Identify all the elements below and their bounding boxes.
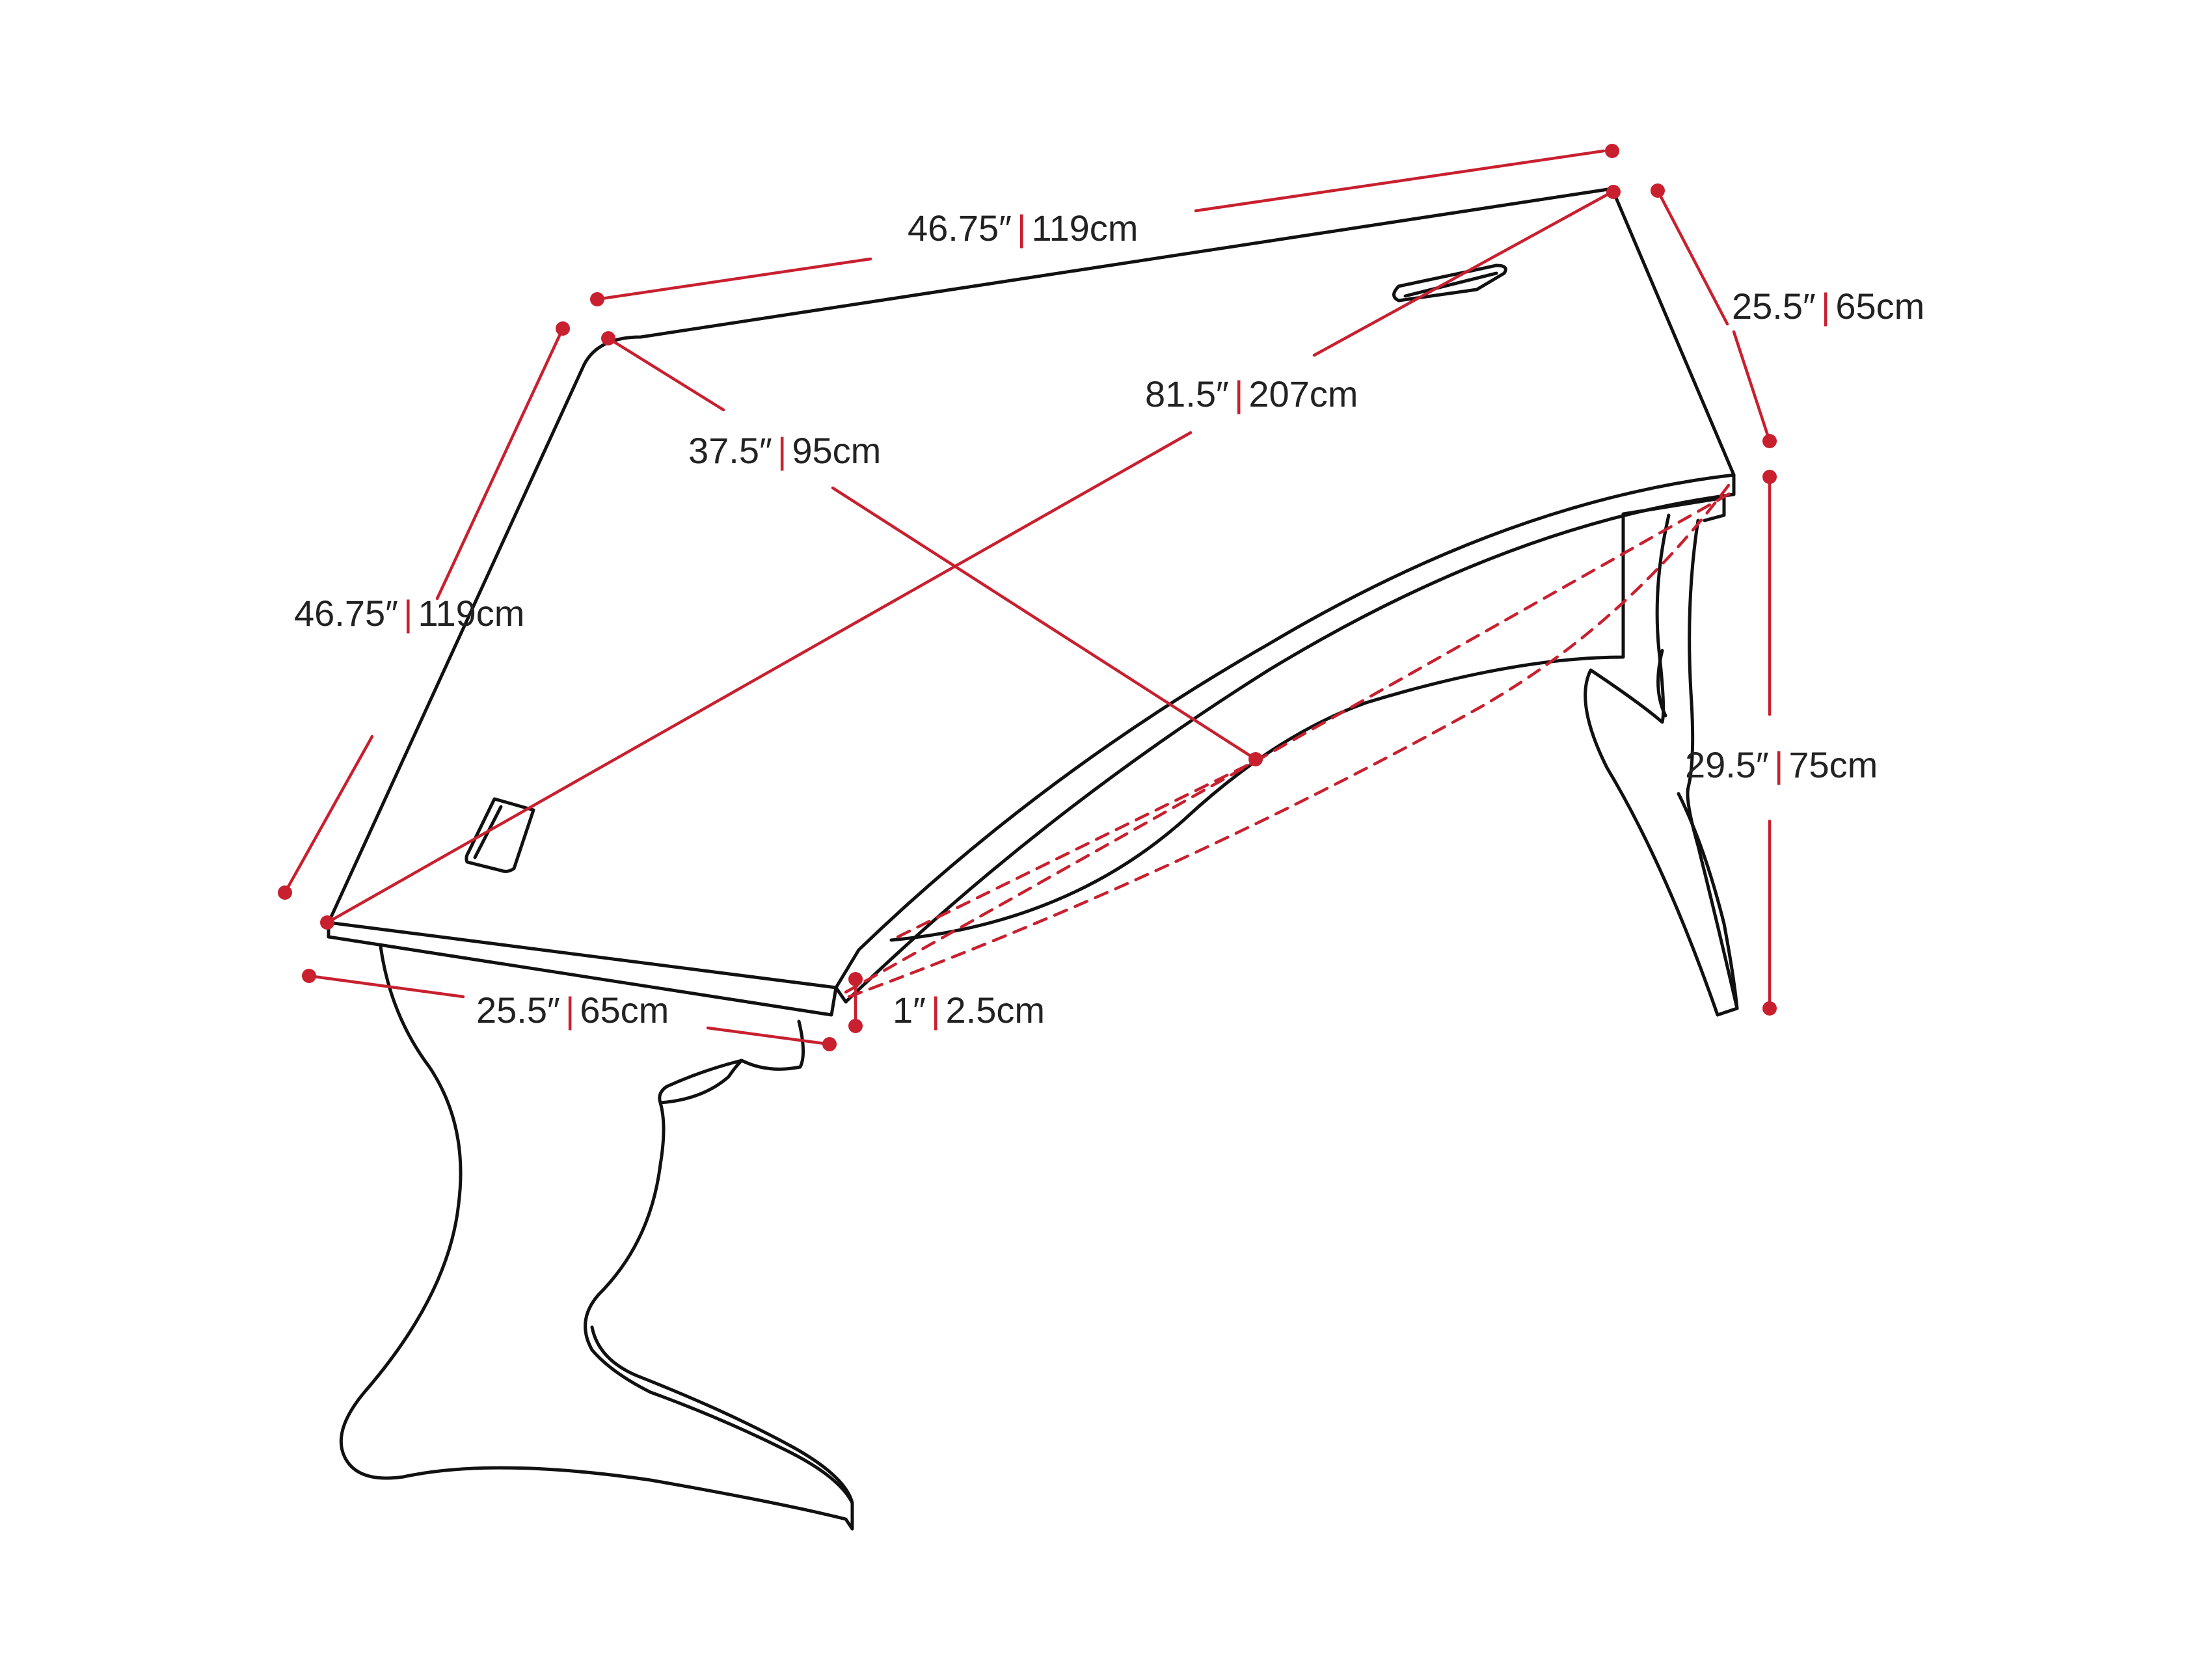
- dim-line-diagonal-long: [325, 431, 1193, 924]
- dim-line-left-width: [435, 327, 565, 600]
- dim-line-right-depth: [1656, 189, 1729, 326]
- desktop-top-surface: [327, 187, 1736, 990]
- dim-line-dashed-span: [844, 476, 1736, 999]
- label-right-depth: 25.5″|65cm: [1732, 286, 1924, 327]
- desk-outline: [327, 187, 1739, 1531]
- grommet-right: [1392, 263, 1507, 303]
- label-height: 29.5″|75cm: [1685, 744, 1878, 785]
- desktop-curved-edge: [834, 473, 1736, 1004]
- dim-line-top-width: [595, 257, 872, 301]
- under-panel: [889, 512, 1625, 942]
- label-left-width: 46.75″|119cm: [294, 593, 524, 634]
- dim-line-diagonal-inner: [606, 336, 725, 412]
- desktop-front-edge: [327, 921, 838, 1017]
- label-thickness: 1″|2.5cm: [893, 990, 1045, 1031]
- grommet-left: [465, 797, 535, 873]
- label-diagonal-long: 81.5″|207cm: [1145, 373, 1358, 414]
- right-leg: [1584, 513, 1739, 1017]
- dimension-dots: [278, 144, 1777, 1051]
- left-leg: [339, 945, 854, 1531]
- dimension-labels: 46.75″|119cm 46.75″|119cm 25.5″|65cm 81.…: [294, 208, 1924, 1031]
- label-diagonal-inner: 37.5″|95cm: [688, 430, 881, 471]
- label-top-width: 46.75″|119cm: [908, 208, 1138, 249]
- label-front-depth: 25.5″|65cm: [476, 990, 669, 1031]
- dim-line-front-depth: [307, 974, 465, 999]
